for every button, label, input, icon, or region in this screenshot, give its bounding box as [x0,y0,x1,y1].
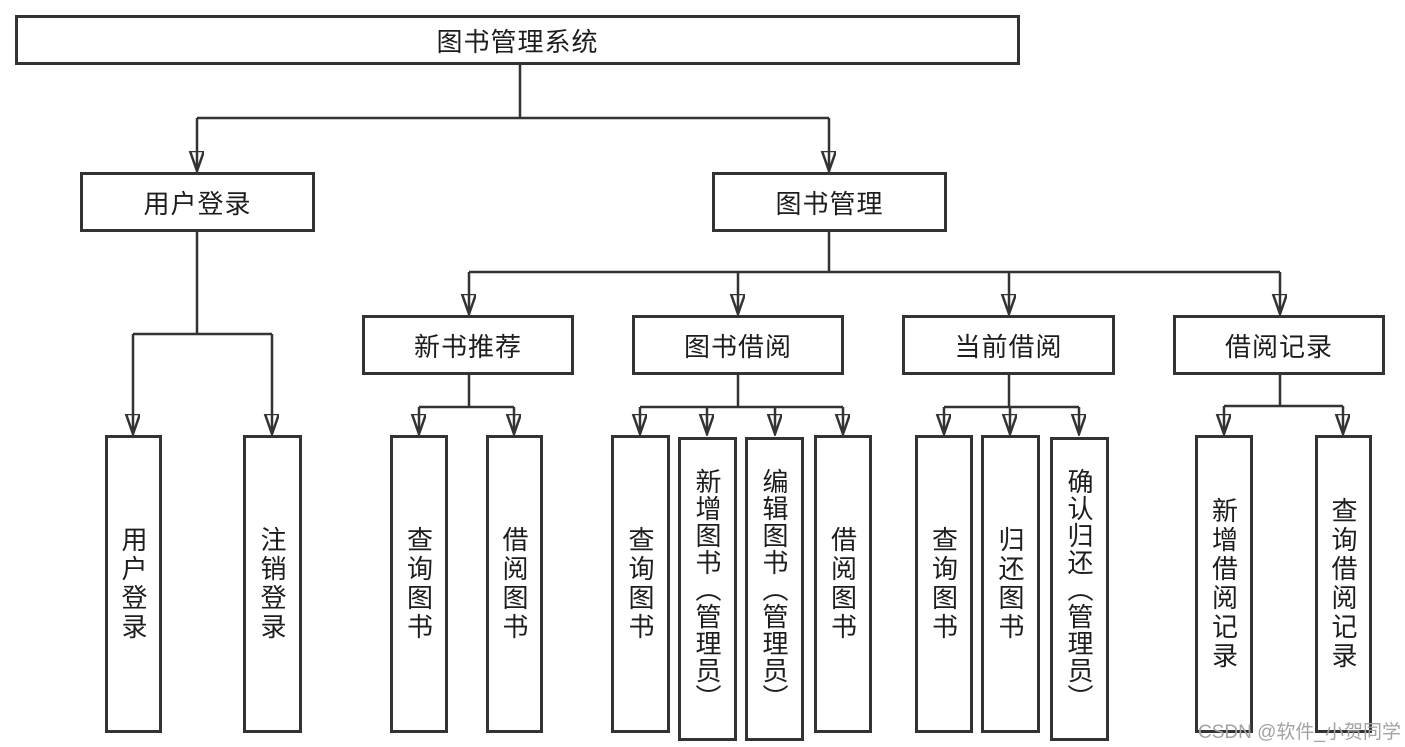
leaf-borrow-books-1: 借阅图书 [486,435,543,733]
node-book-borrowing: 图书借阅 [632,315,844,375]
node-user-login: 用户登录 [80,172,315,232]
leaf-return-books: 归还图书 [981,435,1040,733]
leaf-query-books-1: 查询图书 [390,435,448,733]
watermark: CSDN @软件_小贺同学 [1198,722,1401,743]
node-new-book-recommendation: 新书推荐 [362,315,574,375]
leaf-query-books-3: 查询图书 [915,435,973,733]
leaf-confirm-return-admin: 确认归还（管理员） [1050,437,1109,741]
node-library-management-system: 图书管理系统 [15,15,1020,65]
node-borrowing-records: 借阅记录 [1173,315,1385,375]
leaf-add-books-admin: 新增图书（管理员） [678,437,737,741]
node-current-borrowing: 当前借阅 [902,315,1115,375]
node-book-management: 图书管理 [712,172,947,232]
leaf-edit-books-admin: 编辑图书（管理员） [745,437,804,741]
leaf-add-borrow-record: 新增借阅记录 [1195,435,1253,733]
leaf-query-books-2: 查询图书 [611,435,670,733]
leaf-query-borrow-record: 查询借阅记录 [1315,435,1372,733]
leaf-borrow-books-2: 借阅图书 [814,435,872,733]
leaf-logout: 注销登录 [243,435,302,733]
leaf-user-login: 用户登录 [105,435,162,733]
